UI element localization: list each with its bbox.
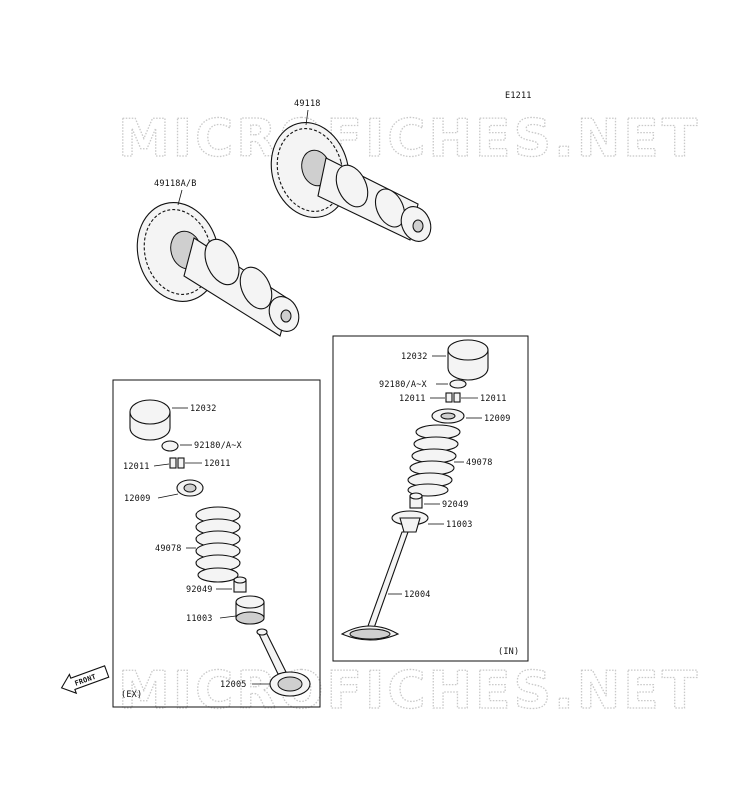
exhaust-box <box>112 379 321 708</box>
ex-label-92180: 92180/A~X <box>194 441 243 451</box>
in-valve <box>340 531 409 641</box>
ex-label-11003: 11003 <box>186 614 213 624</box>
in-label-12011-left: 12011 <box>399 394 426 404</box>
in-label-49078: 49078 <box>466 458 493 468</box>
in-label-12011-right: 12011 <box>480 394 507 404</box>
ex-retainer <box>176 479 204 497</box>
intake-caption: (IN) <box>498 647 519 657</box>
ex-valve <box>256 628 311 697</box>
front-arrow: FRONT <box>60 665 110 695</box>
leader-49118 <box>305 109 309 126</box>
ex-guide <box>235 595 265 625</box>
ex-label-12005: 12005 <box>220 680 247 690</box>
in-label-12032: 12032 <box>401 352 428 362</box>
diagram-code: E1211 <box>505 91 532 101</box>
watermark-bottom: MICROFICHES.NET <box>118 661 700 721</box>
in-guide <box>391 510 429 533</box>
ex-label-12032: 12032 <box>190 404 217 414</box>
label-49118ab: 49118A/B <box>154 179 197 189</box>
in-retainer <box>431 408 465 424</box>
in-label-12009: 12009 <box>484 414 511 424</box>
in-label-12004: 12004 <box>404 590 431 600</box>
ex-label-12009: 12009 <box>124 494 151 504</box>
intake-box <box>332 335 529 662</box>
ex-label-49078: 49078 <box>155 544 182 554</box>
ex-shim <box>161 440 179 452</box>
ex-label-12011-left: 12011 <box>123 462 150 472</box>
exhaust-caption: (EX) <box>121 690 142 700</box>
leader-49118ab <box>177 189 183 206</box>
label-49118: 49118 <box>294 99 321 109</box>
in-spring <box>407 424 461 497</box>
ex-seal <box>233 576 247 593</box>
in-label-92180: 92180/A~X <box>379 380 428 390</box>
ex-label-92049: 92049 <box>186 585 213 595</box>
camshaft-49118 <box>270 122 432 242</box>
ex-label-12011-right: 12011 <box>204 459 231 469</box>
watermark-top: MICROFICHES.NET <box>118 109 700 169</box>
ex-tappet <box>129 399 171 441</box>
in-keepers <box>445 392 461 403</box>
ex-keepers <box>169 457 185 469</box>
in-label-11003: 11003 <box>446 520 473 530</box>
in-tappet <box>447 339 489 381</box>
in-label-92049: 92049 <box>442 500 469 510</box>
in-seal <box>409 492 423 509</box>
camshaft-49118ab <box>136 202 300 337</box>
ex-spring <box>195 506 241 583</box>
in-shim <box>449 379 467 389</box>
